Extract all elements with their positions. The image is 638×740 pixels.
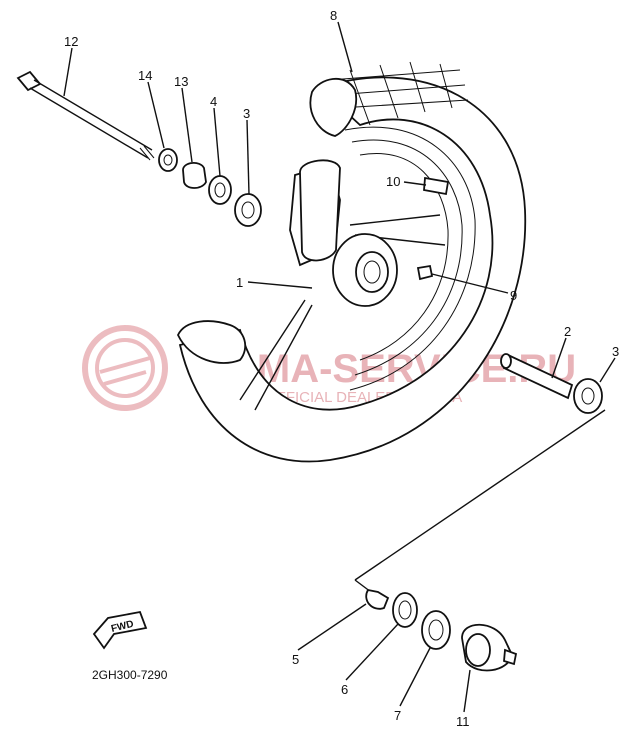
callout-8: 8 bbox=[330, 8, 337, 23]
spacer-2 bbox=[500, 353, 574, 400]
callout-10: 10 bbox=[386, 174, 400, 189]
callout-5: 5 bbox=[292, 652, 299, 667]
retainer-5 bbox=[365, 588, 390, 610]
leader-lines bbox=[63, 21, 616, 713]
callout-12: 12 bbox=[64, 34, 78, 49]
callout-3-lower: 3 bbox=[612, 344, 619, 359]
callout-1: 1 bbox=[236, 275, 243, 290]
front-wheel bbox=[177, 61, 527, 463]
callout-7: 7 bbox=[394, 708, 401, 723]
drawing-code: 2GH300-7290 bbox=[92, 668, 168, 682]
callout-2: 2 bbox=[564, 324, 571, 339]
clip-10 bbox=[423, 176, 450, 196]
callouts: 8 12 14 13 4 3 10 1 9 2 3 5 6 7 11 bbox=[64, 8, 619, 729]
callout-3-upper: 3 bbox=[243, 106, 250, 121]
oil-seal-6 bbox=[392, 592, 418, 628]
callout-14: 14 bbox=[138, 68, 152, 83]
axle bbox=[16, 70, 155, 161]
fwd-label: FWD bbox=[110, 619, 135, 635]
callout-9: 9 bbox=[510, 288, 517, 303]
tire-cut-top bbox=[309, 78, 358, 137]
callout-6: 6 bbox=[341, 682, 348, 697]
callout-13: 13 bbox=[174, 74, 188, 89]
tire-cut-bottom bbox=[177, 320, 247, 364]
seal-4 bbox=[208, 175, 232, 205]
collar-13 bbox=[182, 162, 207, 189]
callout-11: 11 bbox=[456, 714, 470, 729]
wheel-hub bbox=[289, 159, 398, 307]
gear-unit-11 bbox=[461, 623, 518, 672]
tire bbox=[178, 76, 527, 463]
washer-14 bbox=[158, 148, 178, 172]
fwd-arrow-icon: FWD bbox=[92, 610, 148, 650]
callout-4: 4 bbox=[210, 94, 217, 109]
watermark-logo-icon bbox=[82, 325, 168, 411]
bolt-9 bbox=[416, 264, 434, 281]
bearing-7 bbox=[421, 610, 451, 650]
hub-tube bbox=[299, 159, 341, 262]
watermark: YAMA-SERVICE.RU WORLD OFFICIAL DEALER YA… bbox=[82, 325, 576, 411]
bearing-3-left bbox=[234, 193, 262, 227]
tread-pattern bbox=[329, 61, 469, 126]
bearing-3-right bbox=[573, 378, 603, 414]
